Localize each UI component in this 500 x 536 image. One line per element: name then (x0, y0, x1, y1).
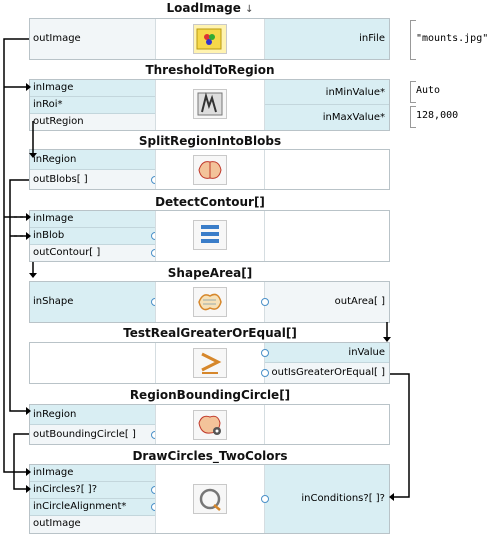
block-title-load-image[interactable]: LoadImage ↓ (0, 1, 420, 15)
port-in-min-value[interactable]: inMinValue* (265, 80, 389, 105)
block-draw-circles-two-colors[interactable]: inImage inCircles?[ ]? inCircleAlignment… (29, 464, 390, 534)
port-label: outContour[ ] (33, 247, 101, 258)
block-threshold-to-region[interactable]: inImage inRoi* outRegion inMinValue* inM… (29, 79, 390, 131)
port-in-max-value[interactable]: inMaxValue* (265, 105, 389, 130)
block-split-region-into-blobs[interactable]: inRegion outBlobs[ ] (29, 149, 390, 190)
port-in-file[interactable]: inFile (265, 19, 389, 59)
split-blobs-icon (193, 155, 227, 185)
port-in-image[interactable]: inImage (30, 465, 155, 482)
block-detect-contour[interactable]: inImage inBlob outContour[ ] (29, 210, 390, 262)
port-out-image[interactable]: outImage (30, 516, 155, 533)
detect-contour-icon (193, 220, 227, 250)
port-label: inConditions?[ ]? (301, 493, 385, 504)
ext-bracket (410, 81, 416, 103)
port-in-conditions[interactable]: inConditions?[ ]? (261, 465, 389, 533)
block-title-detect-contour[interactable]: DetectContour[] (155, 195, 265, 209)
greater-or-equal-icon (193, 348, 227, 378)
port-in-region[interactable]: inRegion (30, 150, 155, 170)
block-title-draw-circles-two-colors[interactable]: DrawCircles_TwoColors (132, 449, 288, 463)
port-label: inShape (33, 296, 74, 307)
block-region-bounding-circle[interactable]: inRegion outBoundingCircle[ ] (29, 404, 390, 445)
port-connector-dot[interactable] (261, 369, 269, 377)
block-shape-area[interactable]: inShape outArea[ ] (29, 281, 390, 323)
port-out-region[interactable]: outRegion (30, 114, 155, 130)
block-test-real-greater-or-equal[interactable]: inValue outIsGreaterOrEqual[ ] (29, 342, 390, 384)
ext-bracket (410, 106, 416, 128)
port-label: inCircleAlignment* (33, 501, 127, 512)
shape-area-icon (193, 287, 227, 317)
ext-bracket (410, 20, 416, 60)
down-arrow-icon: ↓ (245, 4, 254, 15)
block-title-text: LoadImage (166, 1, 241, 15)
port-in-value[interactable]: inValue (261, 343, 389, 363)
threshold-icon (193, 89, 227, 119)
block-title-threshold-to-region[interactable]: ThresholdToRegion (145, 63, 275, 77)
port-label: inBlob (33, 230, 65, 241)
ext-value-in-file[interactable]: "mounts.jpg" (416, 33, 489, 44)
block-load-image[interactable]: outImage inFile (29, 18, 390, 60)
port-label: outArea[ ] (334, 296, 385, 307)
port-in-roi[interactable]: inRoi* (30, 97, 155, 114)
port-connector-dot[interactable] (261, 495, 269, 503)
port-label: outBoundingCircle[ ] (33, 429, 136, 440)
port-out-area[interactable]: outArea[ ] (261, 282, 389, 322)
ext-value-min[interactable]: Auto (416, 85, 441, 96)
port-out-is-greater-or-equal[interactable]: outIsGreaterOrEqual[ ] (261, 363, 389, 383)
load-image-icon (193, 24, 227, 54)
port-out-image[interactable]: outImage (30, 19, 155, 59)
block-title-shape-area[interactable]: ShapeArea[] (167, 266, 253, 280)
block-title-region-bounding-circle[interactable]: RegionBoundingCircle[] (129, 388, 291, 402)
port-label: inValue (348, 347, 385, 358)
port-label: outBlobs[ ] (33, 174, 88, 185)
port-label: outIsGreaterOrEqual[ ] (271, 367, 385, 378)
port-connector-dot[interactable] (261, 349, 269, 357)
block-title-split-region-into-blobs[interactable]: SplitRegionIntoBlobs (138, 134, 282, 148)
ext-value-max[interactable]: 128,000 (416, 110, 459, 121)
port-in-image[interactable]: inImage (30, 80, 155, 97)
port-in-region[interactable]: inRegion (30, 405, 155, 425)
port-in-image[interactable]: inImage (30, 211, 155, 228)
block-title-test-real-greater-or-equal[interactable]: TestRealGreaterOrEqual[] (123, 326, 297, 340)
bounding-circle-icon (193, 410, 227, 440)
port-label: inCircles?[ ]? (33, 484, 98, 495)
port-connector-dot[interactable] (261, 298, 269, 306)
draw-circles-icon (193, 484, 227, 514)
